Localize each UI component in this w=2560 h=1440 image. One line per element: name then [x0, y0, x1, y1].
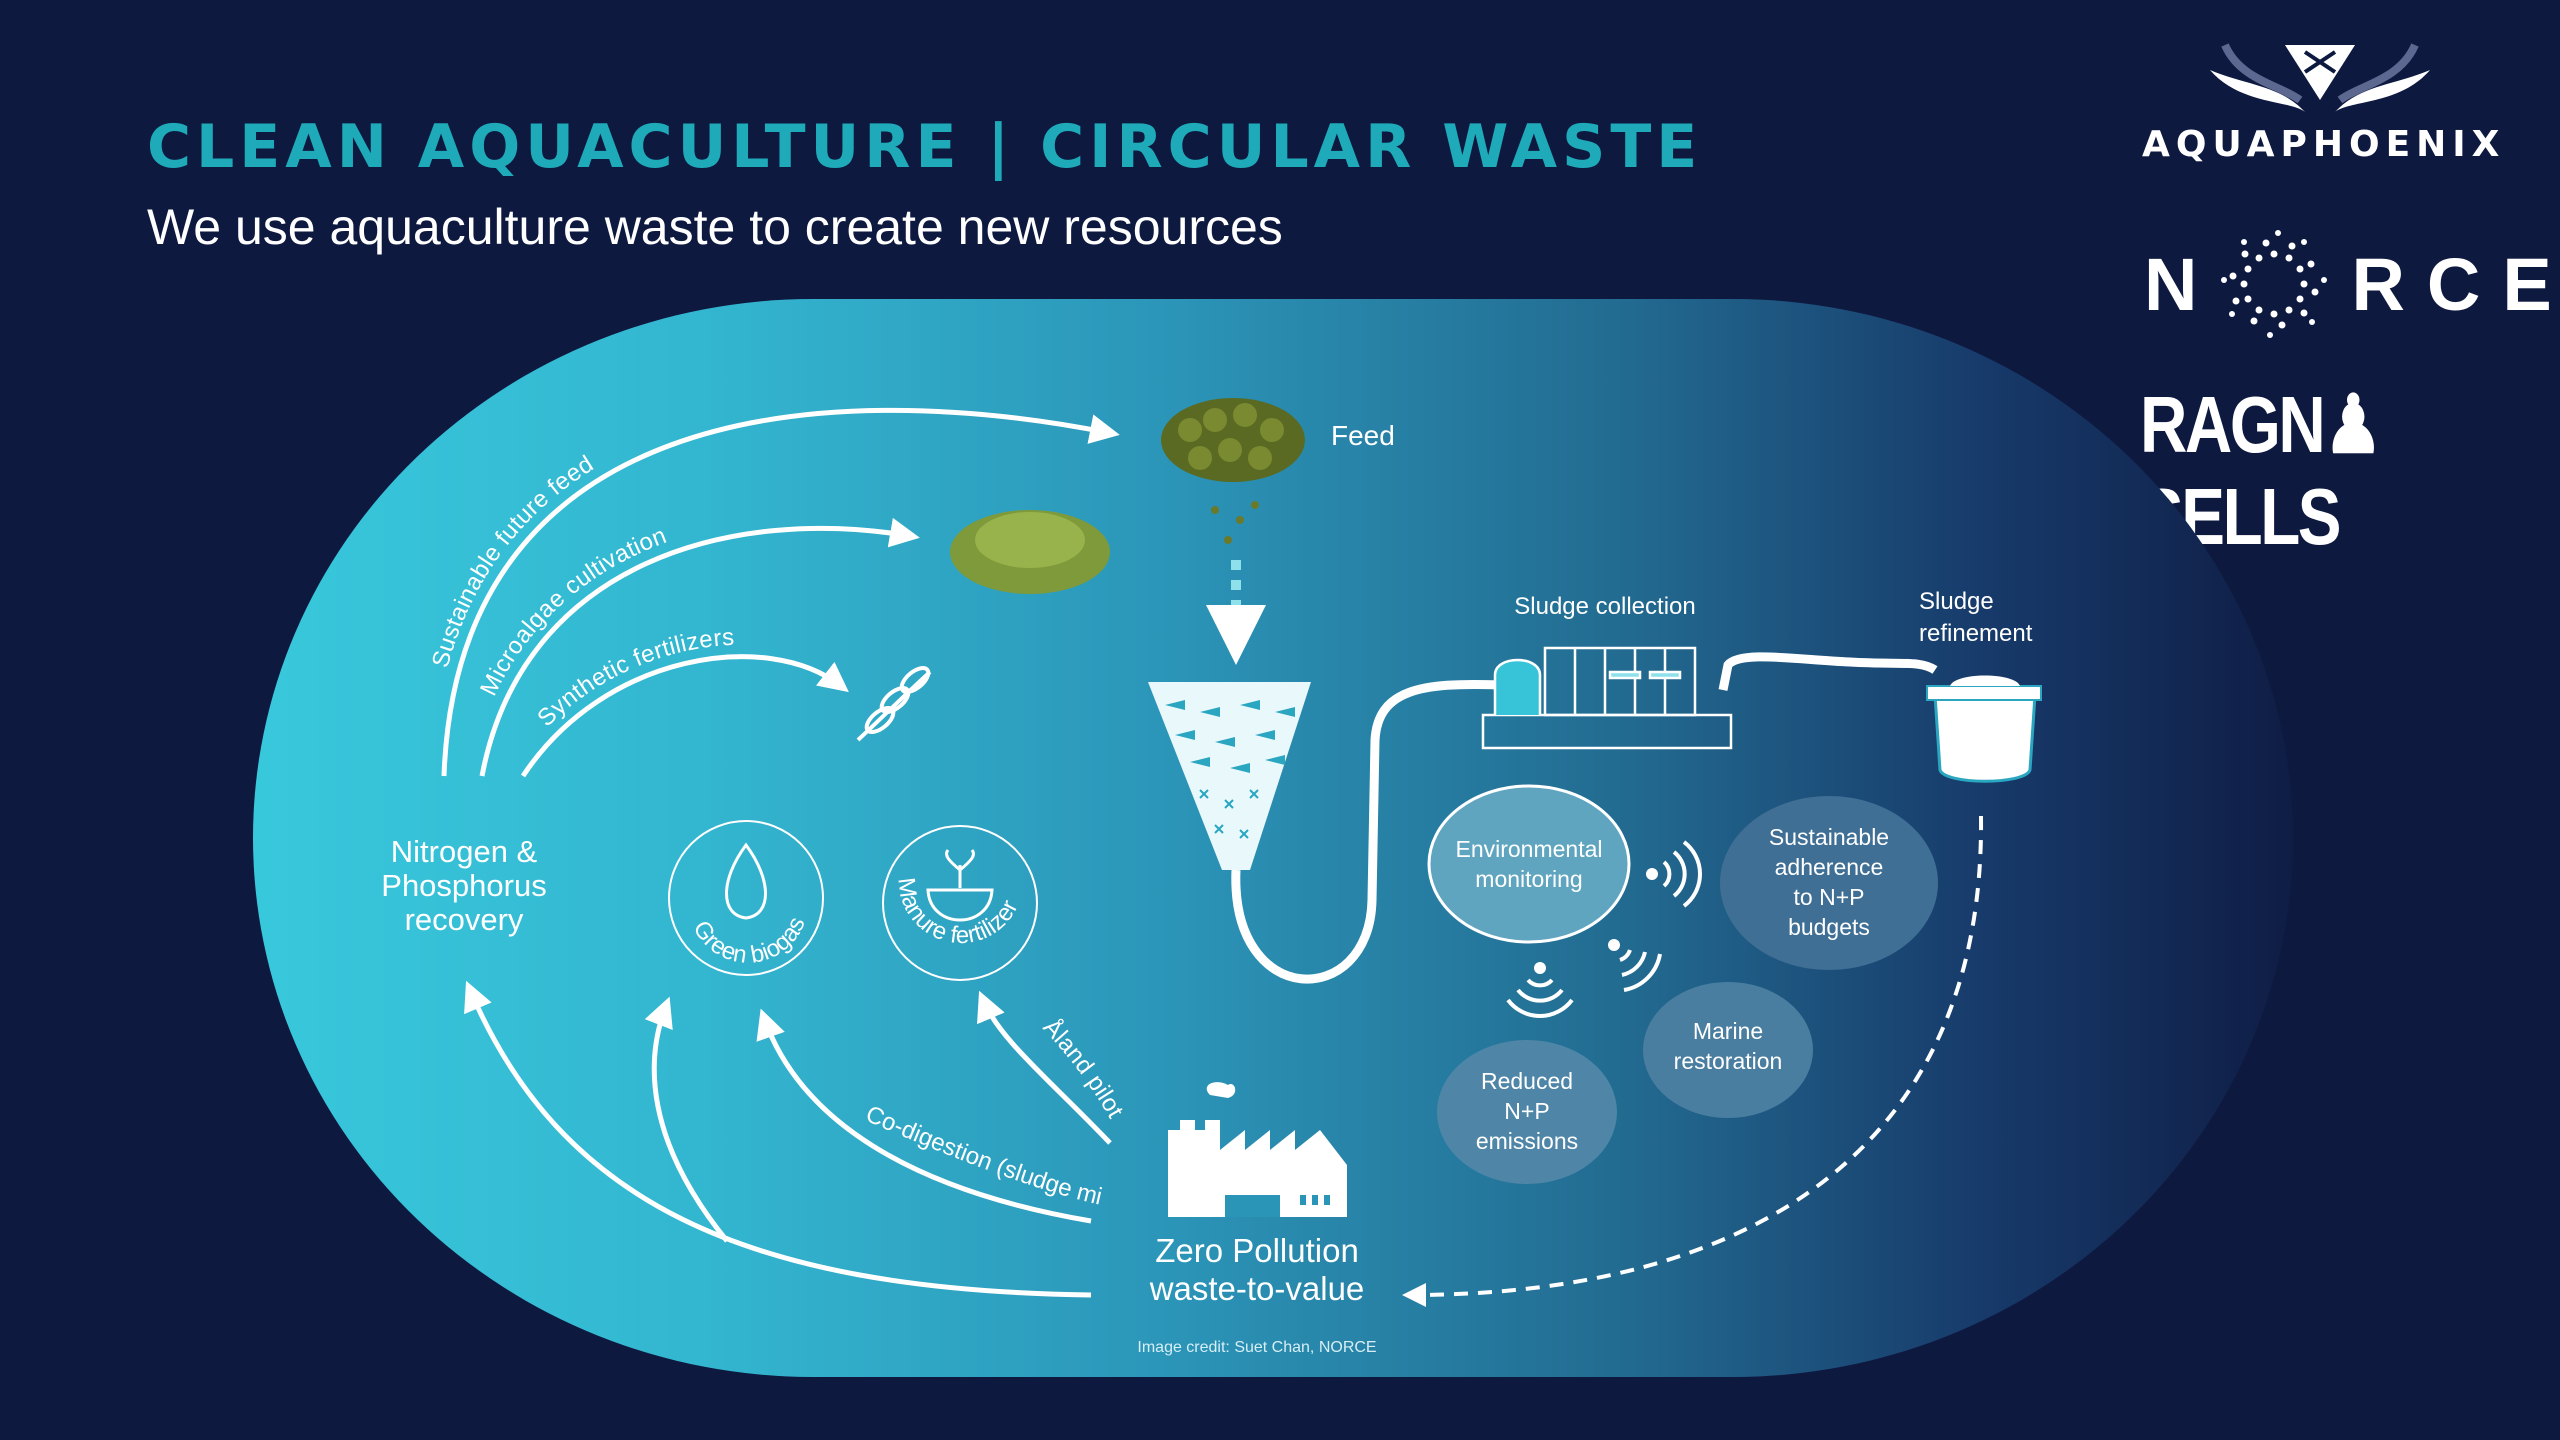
svg-text:Synthetic fertilizers: Synthetic fertilizers: [532, 624, 735, 732]
sludge-refinement-tank-icon: [1926, 675, 2042, 783]
bubble-line: monitoring: [1475, 866, 1583, 892]
feed-label: Feed: [1331, 420, 1395, 451]
zero-pollution-line: waste-to-value: [1149, 1270, 1365, 1307]
recovery-line: recovery: [404, 902, 524, 937]
svg-text:Manure fertilizer: Manure fertilizer: [892, 876, 1023, 949]
sludge-pipe: [1231, 679, 1501, 984]
bubble-line: adherence: [1774, 854, 1884, 880]
flame-drop-icon: [725, 842, 767, 920]
dashed-return-arrow: [1402, 815, 1984, 1307]
bubble-sustainable-adherence: [1720, 796, 1938, 970]
bubble-reduced-emissions: [1437, 1040, 1617, 1184]
ragn-sells-figure-icon: ♟: [2323, 380, 2383, 469]
fish-tank-funnel-icon: [1148, 682, 1311, 870]
arrow-codigestion: [756, 1008, 1092, 1224]
label-aland: Åland pilot: [1038, 1013, 1129, 1123]
soil-sprout-icon: [926, 849, 994, 922]
bubble-line: Reduced: [1480, 1068, 1574, 1094]
image-credit: Image credit: Suet Chan, NORCE: [1137, 1339, 1377, 1356]
signal-icon-diagonal: [1608, 939, 1662, 992]
svg-text:Co-digestion (sludge mix): Co-digestion (sludge mix): [0, 0, 1104, 1211]
norce-n: N: [2144, 242, 2220, 326]
badge-label-manure: Manure fertilizer: [892, 876, 1023, 949]
reduced-emissions-label: Reduced N+P emissions: [1427, 1066, 1627, 1156]
page-title: CLEAN AQUACULTURE | CIRCULAR WASTE: [147, 112, 1703, 182]
bubble-line: budgets: [1788, 914, 1870, 940]
label-codigestion: Co-digestion (sludge mix): [0, 0, 1104, 1211]
sludge-collection-facility-icon: [1481, 646, 1733, 750]
plant-leaf-icon: [856, 666, 932, 742]
signal-icon-down: [1506, 962, 1574, 1018]
bubble-line: Sustainable: [1768, 824, 1890, 850]
bubble-line: emissions: [1475, 1128, 1579, 1154]
zero-pollution-label: Zero Pollution waste-to-value: [1107, 1232, 1407, 1308]
aquaphoenix-wordmark: AQUAPHOENIX: [2142, 124, 2506, 165]
signal-icon-right: [1646, 840, 1702, 908]
norce-logo: N RCE: [2144, 229, 2560, 339]
arrow-synthetic: [523, 657, 841, 776]
page-subtitle: We use aquaculture waste to create new r…: [147, 199, 1283, 255]
ragn-text: RAGN: [2140, 380, 2326, 469]
sludge-collection-label: Sludge collection: [1514, 593, 1696, 620]
norce-rest: RCE: [2351, 242, 2560, 326]
bubble-line: to N+P: [1793, 884, 1865, 910]
recovery-line: Nitrogen &: [390, 834, 538, 869]
feed-pellets-icon: [1161, 398, 1305, 544]
sludge-refinement-line: Sludge: [1919, 588, 1994, 615]
refinement-pipe: [1718, 652, 1938, 691]
zero-pollution-line: Zero Pollution: [1155, 1232, 1359, 1269]
bubble-marine-restoration: [1643, 982, 1813, 1118]
recovery-line: Phosphorus: [381, 868, 547, 903]
env-monitoring-label: Environmental monitoring: [1429, 834, 1629, 894]
sludge-refinement-line: refinement: [1919, 620, 2033, 647]
bubble-line: Marine: [1692, 1018, 1764, 1044]
sustainable-adherence-label: Sustainable adherence to N+P budgets: [1729, 822, 1929, 942]
svg-text:Åland pilot: Åland pilot: [1038, 1013, 1129, 1123]
ragn-sells-logo: RAGN♟SELLS: [2140, 378, 2484, 563]
manure-fertilizer-badge: [882, 825, 1038, 981]
sludge-refinement-label: Sludge refinement: [1919, 586, 2032, 650]
arrow-to-recovery: [464, 980, 1092, 1298]
bubble-line: restoration: [1673, 1048, 1783, 1074]
marine-restoration-label: Marine restoration: [1628, 1016, 1828, 1076]
bubble-environmental-monitoring: [1427, 784, 1631, 944]
aquaphoenix-logo-icon: [2210, 43, 2430, 112]
factory-icon: [1168, 1082, 1347, 1217]
norce-sun-icon: [2221, 230, 2328, 338]
arrow-to-biogas-1: [644, 996, 729, 1243]
arrow-aland: [977, 990, 1112, 1145]
recovery-label: Nitrogen & Phosphorus recovery: [354, 835, 574, 937]
bubble-line: Environmental: [1455, 836, 1603, 862]
label-synthetic: Synthetic fertilizers: [532, 624, 735, 732]
bubble-line: N+P: [1504, 1098, 1550, 1124]
green-biogas-badge: [668, 820, 824, 976]
